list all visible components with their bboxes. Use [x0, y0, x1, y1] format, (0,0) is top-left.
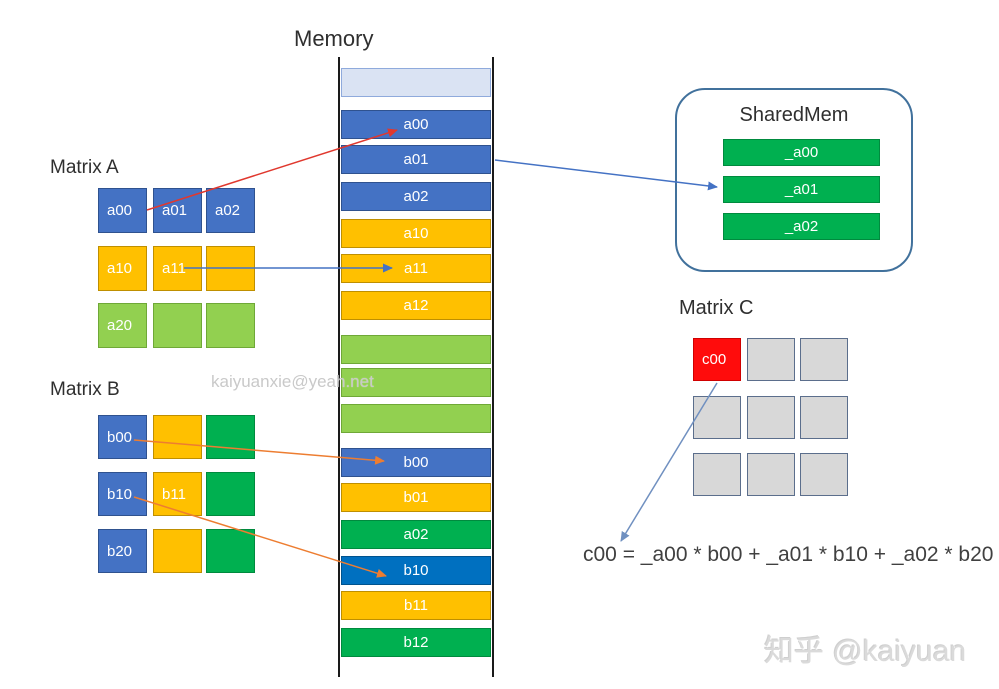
sharedmem-bar-a01: _a01: [723, 176, 880, 203]
matrix-b-cell-01: [153, 415, 202, 459]
matrix-b-cell-12: [206, 472, 255, 516]
sharedmem-bar-a02: _a02: [723, 213, 880, 240]
matrix-b-cell-b10: b10: [98, 472, 147, 516]
matrix-a-title: Matrix A: [50, 157, 119, 178]
memory-rail-right: [492, 57, 494, 677]
memory-cell-label: b01: [403, 489, 429, 506]
matrix-c-cell-01: [747, 338, 795, 381]
matrix-cell-label: a20: [107, 317, 133, 334]
memory-cell-b10: b10: [341, 556, 491, 585]
memory-cell-label: a11: [404, 260, 428, 277]
memory-cell-unlabeled-8: [341, 368, 491, 397]
memory-cell-label: a02: [403, 188, 429, 205]
sharedmem-bar-label: _a02: [784, 218, 819, 235]
memory-cell-label: b10: [403, 562, 429, 579]
matrix-a-cell-a01: a01: [153, 188, 202, 233]
matrix-a-cell-21: [153, 303, 202, 348]
matrix-cell-label: c00: [702, 351, 727, 368]
matrix-c-cell-02: [800, 338, 848, 381]
matrix-cell-label: b20: [107, 542, 133, 560]
matrix-c-title: Matrix C: [679, 297, 754, 319]
watermark-zhihu: 知乎 @kaiyuan: [764, 635, 967, 668]
memory-cell-a11: a11: [341, 254, 491, 283]
matrix-a-cell-a20: a20: [98, 303, 147, 348]
matrix-b-cell-02: [206, 415, 255, 459]
memory-cell-unlabeled-7: [341, 335, 491, 364]
c00-formula: c00 = _a00 * b00 + _a01 * b10 + _a02 * b…: [583, 543, 994, 566]
sharedmem-bar-label: _a01: [784, 181, 819, 198]
matrix-a-cell-a02: a02: [206, 188, 255, 233]
memory-title: Memory: [294, 26, 374, 51]
matrix-cell-label: a10: [107, 260, 133, 277]
memory-cell-a02: a02: [341, 182, 491, 211]
matrix-a-cell-a00: a00: [98, 188, 147, 233]
memory-cell-label: b11: [404, 597, 428, 614]
memory-cell-b01: b01: [341, 483, 491, 512]
memory-cell-a00: a00: [341, 110, 491, 139]
memory-cell-label: b00: [403, 454, 429, 471]
matrix-cell-label: a01: [162, 202, 188, 219]
memory-cell-a10: a10: [341, 219, 491, 248]
matrix-c-cell-c00: c00: [693, 338, 741, 381]
matrix-c-cell-20: [693, 453, 741, 496]
memory-cell-label: a12: [403, 297, 429, 314]
matrix-a-cell-a11: a11: [153, 246, 202, 291]
matrix-a-cell-22: [206, 303, 255, 348]
memory-rail-left: [338, 57, 340, 677]
matrix-c-cell-12: [800, 396, 848, 439]
matrix-c-cell-11: [747, 396, 795, 439]
matrix-cell-label: a02: [215, 202, 241, 219]
matrix-b-cell-21: [153, 529, 202, 573]
memory-cell-label: a02: [403, 526, 429, 543]
matrix-cell-label: b00: [107, 428, 133, 446]
memory-cell-a01: a01: [341, 145, 491, 174]
memory-cell-a12: a12: [341, 291, 491, 320]
matrix-a-cell-a10: a10: [98, 246, 147, 291]
memory-cell-label: a10: [403, 225, 429, 242]
memory-cell-b00: b00: [341, 448, 491, 477]
matrix-c-cell-21: [747, 453, 795, 496]
matrix-cell-label: b10: [107, 485, 133, 503]
matrix-b-cell-b20: b20: [98, 529, 147, 573]
matrix-b-cell-b00: b00: [98, 415, 147, 459]
memory-cell-b12: b12: [341, 628, 491, 657]
matrix-c-cell-10: [693, 396, 741, 439]
memory-cell-label: a00: [403, 116, 429, 133]
sharedmem-bar-label: _a00: [784, 144, 819, 161]
watermark-email: kaiyuanxie@yeah.net: [211, 372, 374, 391]
matrix-a-cell-12: [206, 246, 255, 291]
sharedmem-title: SharedMem: [739, 104, 849, 126]
matrix-cell-label: b11: [162, 485, 186, 503]
matrix-cell-label: a00: [107, 202, 133, 219]
matrix-b-title: Matrix B: [50, 379, 120, 400]
memory-cell-b11: b11: [341, 591, 491, 620]
matrix-c-cell-22: [800, 453, 848, 496]
memory-cell-label: b12: [403, 634, 429, 651]
sharedmem-bar-a00: _a00: [723, 139, 880, 166]
matrix-cell-label: a11: [162, 260, 186, 277]
memory-cell-label: a01: [403, 151, 429, 168]
memory-cell-a02: a02: [341, 520, 491, 549]
matrix-b-cell-22: [206, 529, 255, 573]
matrix-b-cell-b11: b11: [153, 472, 202, 516]
sharedmem-box: SharedMem _a00 _a01 _a02: [675, 88, 913, 272]
memory-cell-unlabeled-0: [341, 68, 491, 97]
memory-cell-unlabeled-9: [341, 404, 491, 433]
